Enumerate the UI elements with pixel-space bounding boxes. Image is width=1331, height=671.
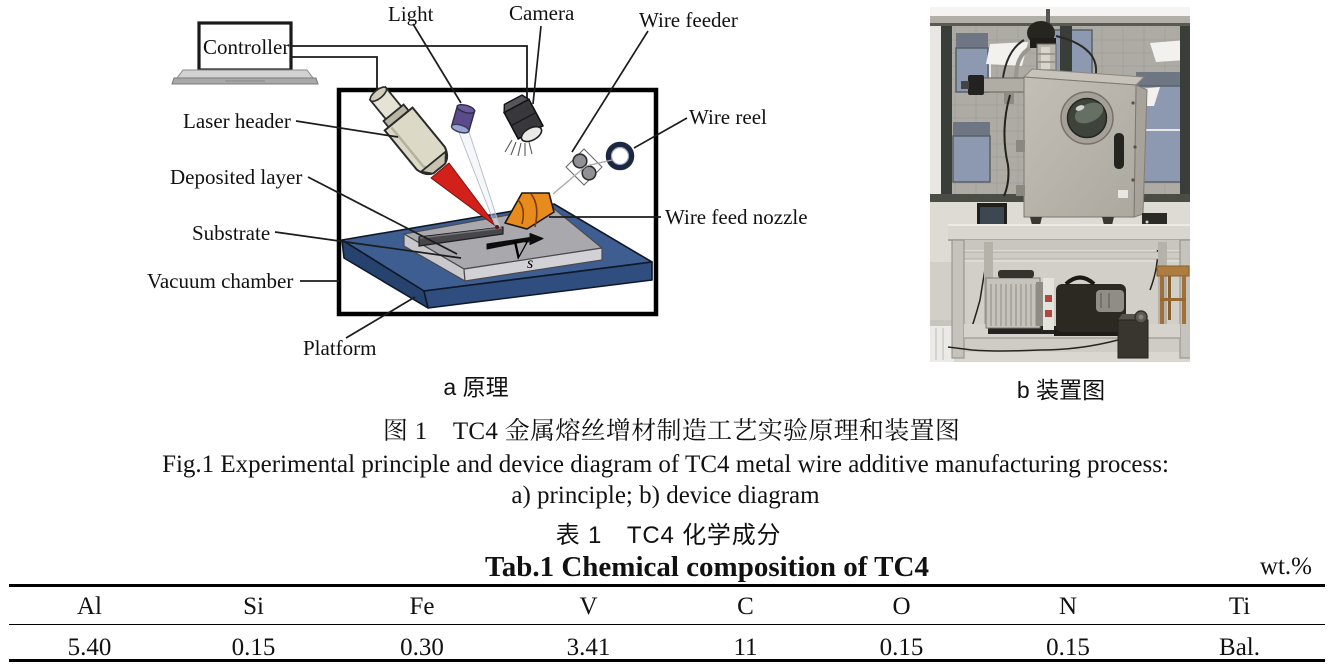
wire-reel-device bbox=[605, 141, 635, 171]
scan-arrow bbox=[486, 233, 544, 250]
window-jamb bbox=[930, 26, 941, 196]
melt-point bbox=[495, 225, 499, 229]
label-wire-feed-nozzle: Wire feed nozzle bbox=[665, 205, 808, 229]
controller-laser-wire bbox=[292, 56, 378, 89]
table-unit: wt.% bbox=[1259, 553, 1312, 580]
table-value-row: 5.40 0.15 0.30 3.41 11 0.15 0.15 Bal. bbox=[9, 625, 1325, 661]
light-device bbox=[450, 103, 476, 134]
label-laser-header: Laser header bbox=[183, 109, 291, 133]
leader-lines bbox=[274, 23, 688, 339]
val-fe: 0.30 bbox=[400, 634, 444, 661]
col-n: N bbox=[982, 585, 1154, 625]
label-vacuum-chamber: Vacuum chamber bbox=[147, 269, 293, 293]
col-ti: Ti bbox=[1154, 585, 1325, 625]
figure-caption-en2: a) principle; b) device diagram bbox=[511, 482, 820, 509]
label-platform: Platform bbox=[303, 336, 377, 360]
camera-device bbox=[503, 94, 545, 143]
figure-caption-en: Fig.1 Experimental principle and device … bbox=[162, 451, 1169, 478]
val-si: 0.15 bbox=[231, 634, 276, 661]
velocity-subscript: s bbox=[527, 255, 533, 272]
table-title-zh: 表 1 TC4 化学成分 bbox=[555, 515, 782, 550]
col-si: Si bbox=[170, 585, 337, 625]
figure-caption-zh: 图 1 TC4 金属熔丝增材制造工艺实验原理和装置图 bbox=[382, 411, 961, 447]
label-wire-reel: Wire reel bbox=[689, 105, 767, 129]
table-title-en: Tab.1 Chemical composition of TC4 bbox=[485, 551, 929, 583]
controller-laptop bbox=[171, 21, 319, 85]
panel-b-caption: b 装置图 bbox=[1016, 371, 1106, 405]
floor-unit bbox=[947, 310, 1149, 359]
val-ti: Bal. bbox=[1219, 634, 1260, 661]
val-al: 5.40 bbox=[67, 634, 112, 661]
wire-line bbox=[552, 159, 613, 195]
label-substrate: Substrate bbox=[192, 221, 270, 245]
val-n: 0.15 bbox=[1046, 634, 1090, 661]
vacuum-pump bbox=[985, 270, 1058, 334]
col-o: O bbox=[821, 585, 982, 625]
camera-rays bbox=[504, 139, 533, 157]
panel-a-caption: a 原理 bbox=[443, 368, 509, 402]
velocity-label: V bbox=[511, 236, 530, 265]
composition-table: Al Si Fe V C O N Ti 5.40 0.15 0.30 3.41 … bbox=[9, 584, 1325, 662]
col-c: C bbox=[670, 585, 821, 625]
wire-feed-nozzle-device bbox=[504, 192, 555, 230]
val-o: 0.15 bbox=[879, 634, 924, 661]
device-photo bbox=[930, 7, 1190, 362]
booster-pump bbox=[1054, 275, 1132, 336]
laser-header-device bbox=[368, 85, 449, 176]
stool bbox=[1156, 265, 1190, 324]
chamber-handle bbox=[1114, 133, 1124, 169]
col-v: V bbox=[507, 585, 670, 625]
laser-beam bbox=[430, 162, 498, 228]
table-header-row: Al Si Fe V C O N Ti bbox=[9, 585, 1325, 625]
label-controller: Controller bbox=[203, 35, 289, 59]
label-wire-feeder: Wire feeder bbox=[639, 8, 738, 32]
chamber-left-arm bbox=[961, 75, 1027, 197]
chamber-porthole bbox=[1060, 91, 1114, 145]
val-c: 11 bbox=[733, 634, 758, 661]
label-light: Light bbox=[388, 2, 434, 26]
col-fe: Fe bbox=[337, 585, 507, 625]
wire-feeder-device bbox=[565, 148, 603, 186]
controller-camera-wire bbox=[292, 45, 528, 102]
label-deposited-layer: Deposited layer bbox=[170, 165, 302, 189]
col-al: Al bbox=[9, 585, 170, 625]
deposited-layer-strip bbox=[418, 226, 504, 247]
val-v: 3.41 bbox=[566, 634, 611, 661]
label-camera: Camera bbox=[509, 1, 575, 25]
principle-diagram: V s bbox=[147, 1, 808, 360]
